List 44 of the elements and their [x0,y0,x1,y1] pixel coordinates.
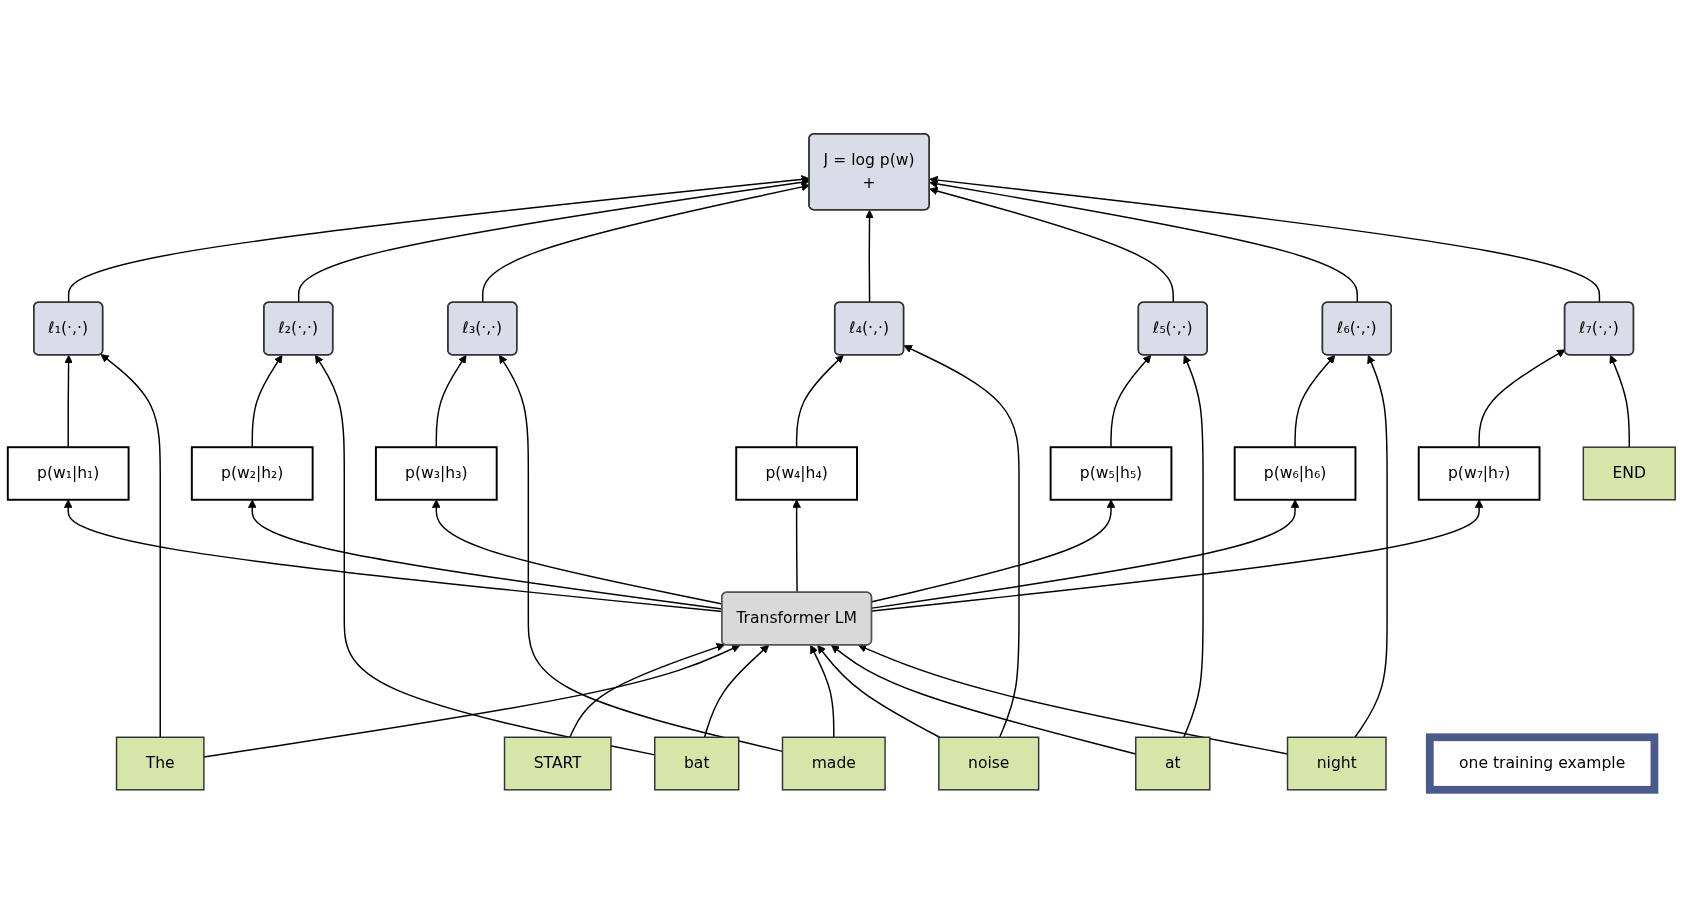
arrow [1294,355,1336,449]
node-box: noise [938,736,1040,791]
arrow [817,645,941,739]
node-box: p(w₃|h₃) [374,446,498,501]
arrow [703,645,770,739]
arrow [251,355,283,449]
node-box: p(w₆|h₆) [1233,446,1357,501]
arrow [1354,355,1388,739]
arrow [871,499,1300,610]
node-box: START [503,736,612,791]
arrow [871,499,1484,612]
node-box: END [1582,446,1676,501]
arrow [929,179,1359,304]
arrow [810,645,835,739]
node-box: night [1286,736,1387,791]
node-box: p(w₅|h₅) [1049,446,1173,501]
arrow [865,210,874,304]
arrow [435,355,467,449]
node-box: made [781,736,886,791]
node-box: p(w₂|h₂) [190,446,314,501]
arrow [1609,355,1630,449]
node-box: The [115,736,205,791]
arrow [203,644,741,758]
arrow [1110,355,1152,449]
node-box: at [1135,736,1211,791]
arrow [795,355,844,449]
arrow [1183,355,1204,739]
arrow [569,643,725,739]
arrow [64,355,73,449]
node-box: one training example [1425,733,1659,794]
arrow [929,176,1601,304]
arrow [297,178,810,304]
arrow [792,499,801,594]
node-box: p(w₇|h₇) [1417,446,1541,501]
arrow [903,345,1020,739]
arrow [67,175,810,304]
arrow [1478,349,1566,449]
arrow [482,182,810,304]
arrow [871,499,1116,603]
arrow [929,187,1174,304]
node-box: p(w₄|h₄) [735,446,858,501]
node-box: p(w₁|h₁) [6,446,130,501]
node-box: bat [654,736,740,791]
arrow [100,354,161,739]
